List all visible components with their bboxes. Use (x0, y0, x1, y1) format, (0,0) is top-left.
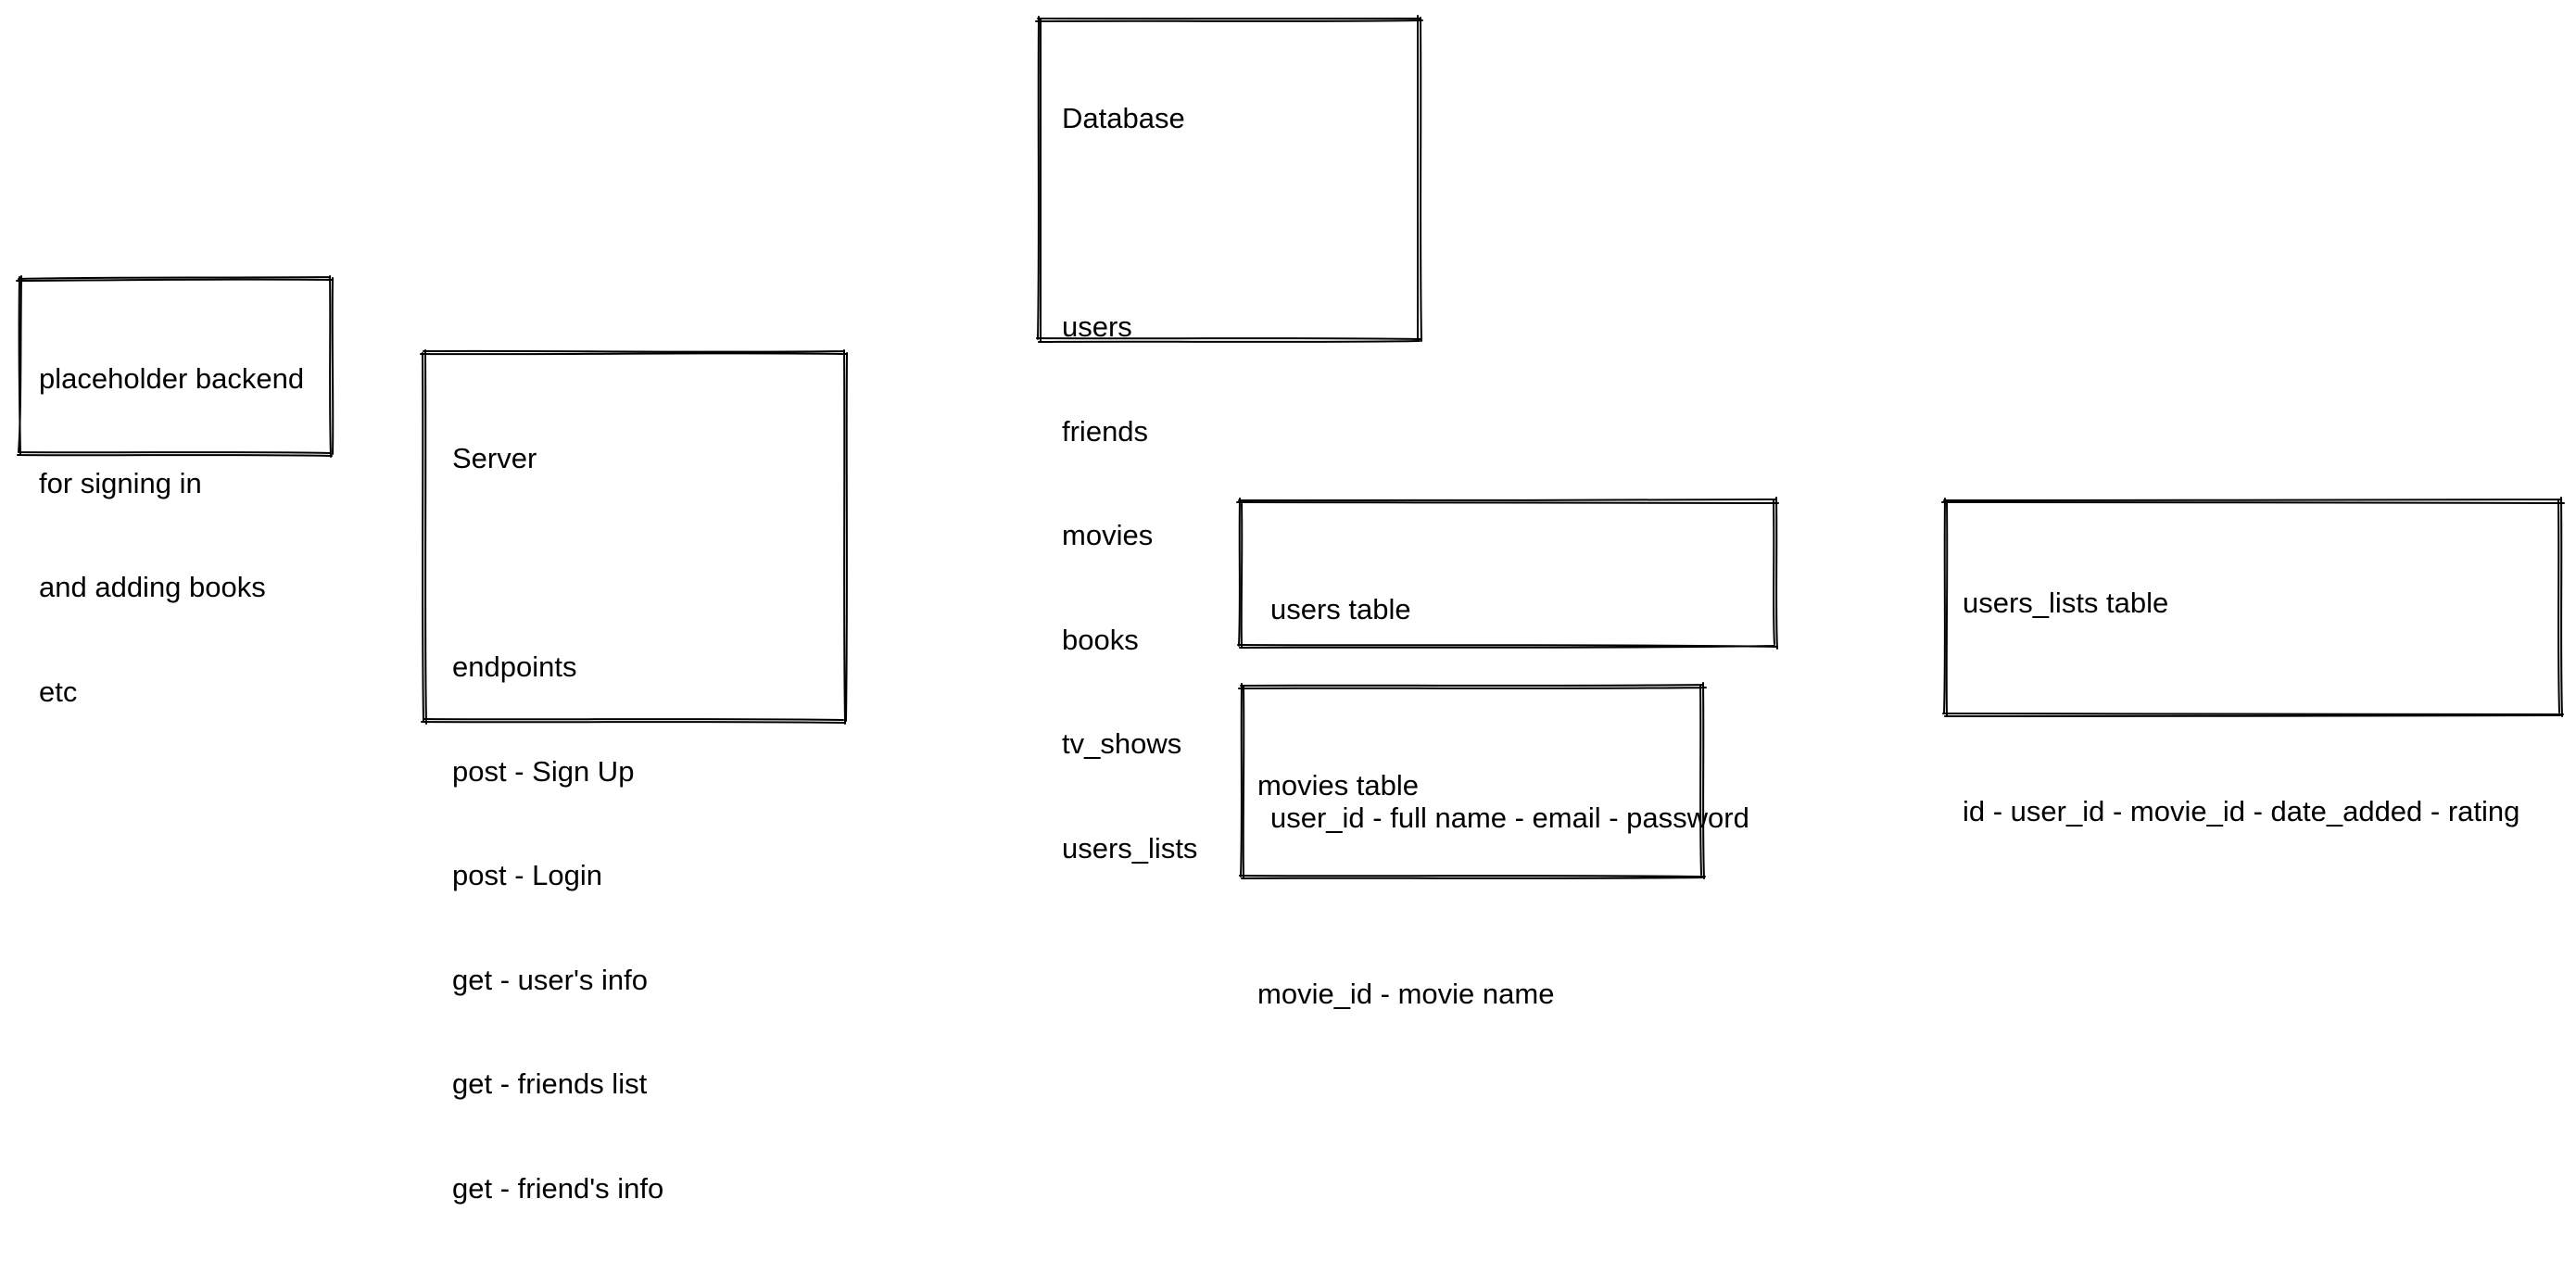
users-lists-table-box: users_lists table id - user_id - movie_i… (1941, 497, 2565, 827)
box-line: and adding books (39, 571, 266, 603)
box-line: users_lists (1062, 831, 1198, 865)
box-line: get - friend's info (452, 1171, 664, 1205)
sketch-outline (1238, 682, 1707, 879)
server-box: Server endpoints post - Sign Up post - L… (420, 349, 848, 1205)
sketch-outline (16, 275, 335, 458)
users-table-box: users table user_id - full name - email … (1236, 497, 1779, 834)
users-table-title: users table (1270, 593, 1411, 625)
sketch-outline (1236, 497, 1779, 650)
box-line: friends (1062, 414, 1149, 448)
diagram-canvas: placeholder backend for signing in and a… (16, 15, 2565, 1205)
placeholder-backend-text: placeholder backend for signing in and a… (39, 292, 304, 778)
movies-table-text: movies table movie_id - movie name (1257, 699, 1554, 1081)
box-line: id - user_id - movie_id - date_added - r… (1963, 795, 2520, 827)
box-line: post - Sign Up (452, 754, 635, 788)
box-line (1963, 690, 2519, 726)
box-line: etc (39, 675, 78, 708)
box-line: tv_shows (1062, 727, 1182, 760)
users-lists-table-text: users_lists table id - user_id - movie_i… (1963, 516, 2519, 899)
movies-table-title: movies table (1257, 769, 1420, 802)
box-line: get - user's info (452, 963, 648, 996)
database-text: Database users friends movies books tv_s… (1062, 32, 1197, 935)
box-line: placeholder backend (39, 362, 305, 395)
placeholder-backend-box: placeholder backend for signing in and a… (16, 275, 335, 708)
box-line (1257, 873, 1554, 908)
movies-table-box: movies table movie_id - movie name (1238, 682, 1707, 1010)
database-title: Database (1062, 102, 1185, 134)
box-line: movie_id - movie name (1257, 978, 1555, 1010)
server-text: Server endpoints post - Sign Up post - L… (452, 372, 663, 1275)
sketch-outline (420, 349, 848, 725)
sketch-outline (1941, 497, 2565, 717)
box-line: for signing in (39, 466, 202, 499)
box-line: endpoints (452, 650, 577, 683)
box-line: user_id - full name - email - password (1270, 802, 1749, 834)
box-line: books (1062, 623, 1139, 656)
server-title: Server (452, 442, 537, 474)
box-line (1062, 206, 1197, 241)
users-table-text: users table user_id - full name - email … (1270, 523, 1749, 905)
users-lists-table-title: users_lists table (1963, 587, 2169, 619)
database-box: Database users friends movies books tv_s… (1035, 15, 1423, 865)
box-line (452, 546, 663, 581)
box-line: movies (1062, 519, 1154, 551)
box-line: users (1062, 310, 1132, 343)
box-line: get - friends list (452, 1067, 648, 1100)
sketch-outline (1035, 15, 1423, 343)
box-line: post - Login (452, 859, 602, 891)
